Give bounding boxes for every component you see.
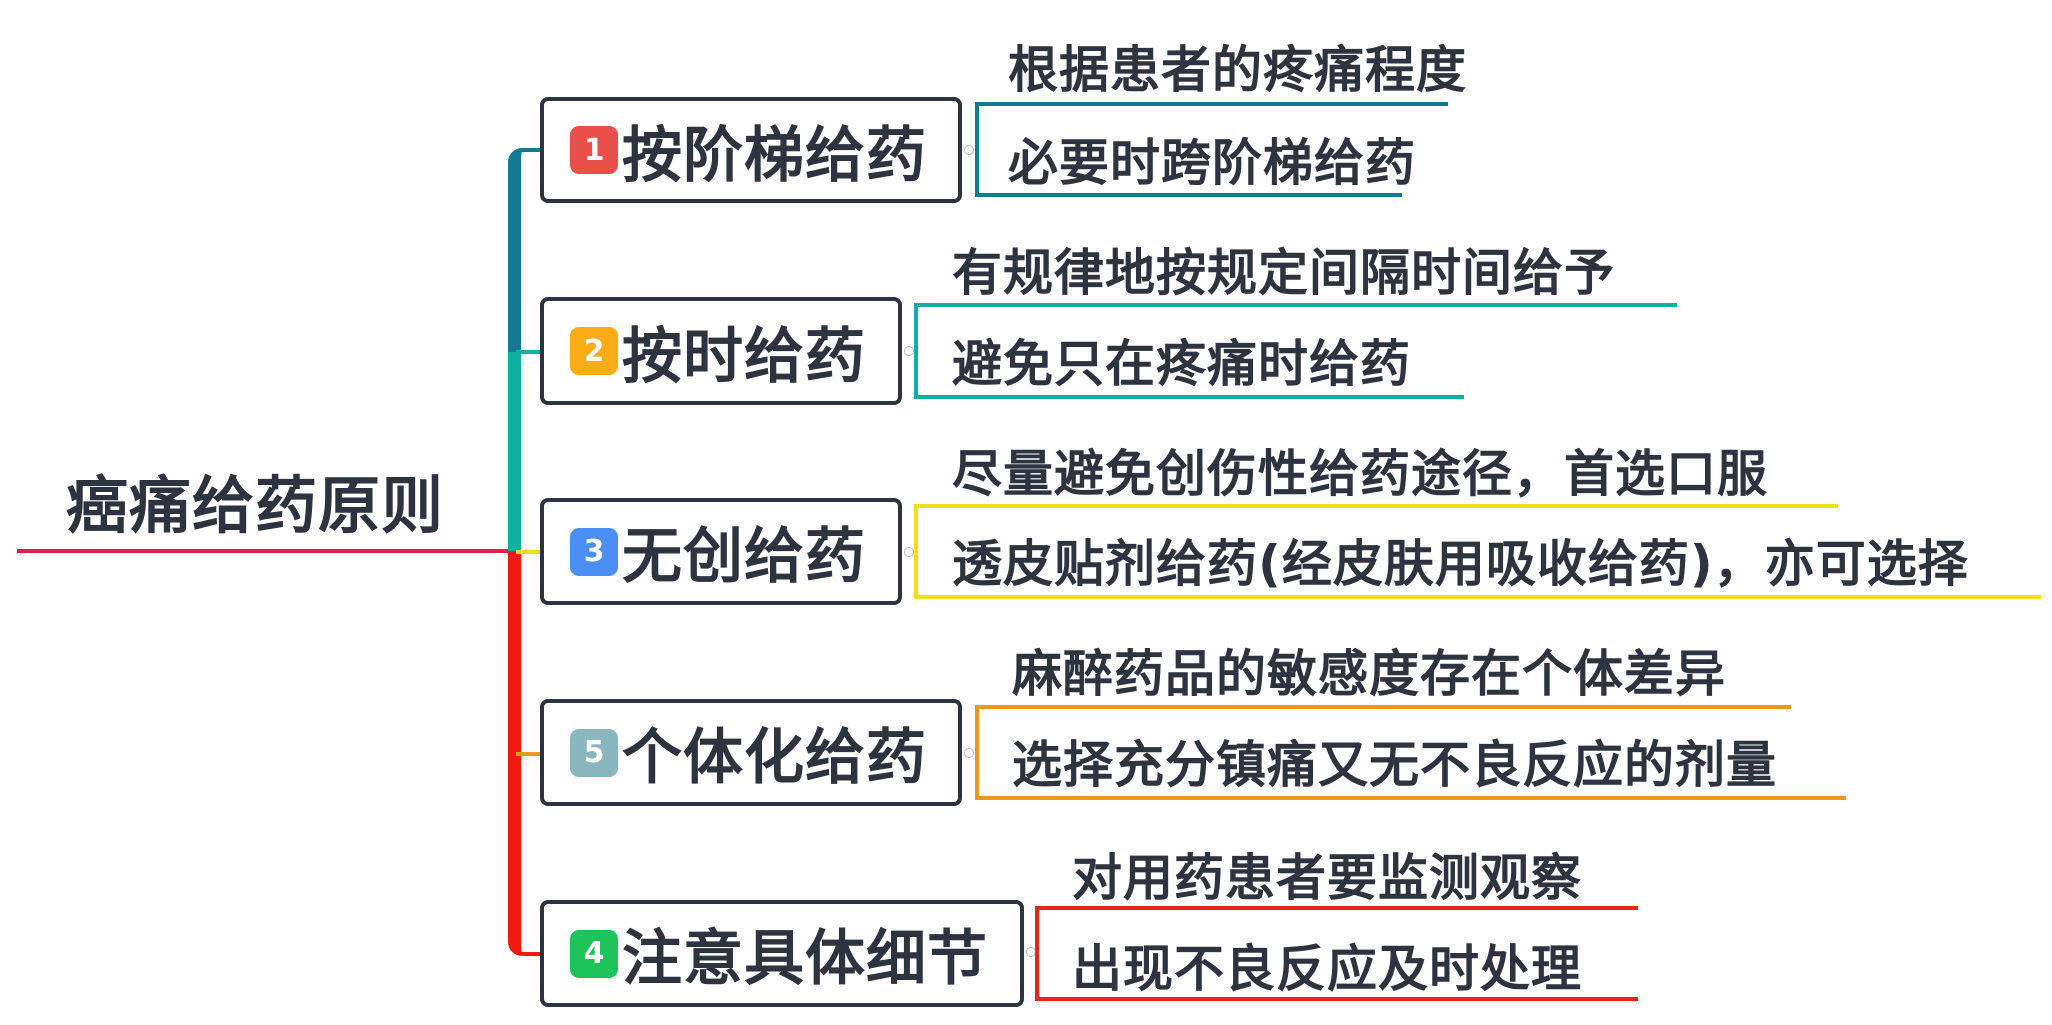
collapse-toggle-icon[interactable] — [964, 145, 974, 155]
topic-label: 按时给药 — [622, 321, 866, 392]
topic-label: 按阶梯给药 — [622, 120, 927, 191]
subtopic-text[interactable]: 尽量避免创伤性给药途径，首选口服 — [952, 445, 1768, 503]
topic-label: 无创给药 — [622, 522, 866, 592]
trunk-segment-1 — [508, 168, 521, 352]
trunk-bottom-curve — [508, 934, 542, 956]
topic-node-5[interactable]: 5 个体化给药 — [540, 699, 962, 806]
trunk-segment-2 — [508, 352, 521, 551]
priority-badge-3: 3 — [570, 527, 618, 576]
subtopic-underline — [975, 193, 1402, 197]
subtopic-text[interactable]: 必要时跨阶梯给药 — [1008, 134, 1416, 192]
subtopic-text[interactable]: 出现不良反应及时处理 — [1072, 940, 1582, 998]
trunk-segment-3 — [508, 551, 521, 935]
priority-badge-4: 4 — [570, 929, 618, 978]
subtopic-bracket — [914, 504, 1838, 599]
root-connector-line — [17, 549, 515, 553]
subtopic-text[interactable]: 麻醉药品的敏感度存在个体差异 — [1012, 645, 1726, 703]
priority-badge-2: 2 — [570, 327, 618, 375]
collapse-toggle-icon[interactable] — [904, 547, 914, 557]
subtopic-bracket — [914, 303, 1677, 399]
subtopic-bracket — [975, 102, 1448, 197]
subtopic-text[interactable]: 有规律地按规定间隔时间给予 — [952, 244, 1615, 302]
topic-label: 个体化给药 — [622, 723, 927, 793]
connector-branch-5 — [516, 752, 542, 756]
topic-node-2[interactable]: 2 按时给药 — [540, 297, 902, 405]
subtopic-underline — [1035, 997, 1638, 1001]
subtopic-text[interactable]: 对用药患者要监测观察 — [1072, 849, 1582, 907]
subtopic-text[interactable]: 透皮贴剂给药(经皮肤用吸收给药)，亦可选择 — [952, 535, 1969, 593]
subtopic-bracket — [1035, 906, 1638, 1001]
connector-branch-3 — [516, 550, 542, 554]
subtopic-underline — [914, 395, 1464, 399]
root-topic[interactable]: 癌痛给药原则 — [66, 469, 445, 542]
subtopic-text[interactable]: 根据患者的疼痛程度 — [1008, 41, 1467, 99]
priority-badge-1: 1 — [570, 126, 618, 174]
priority-badge-5: 5 — [570, 728, 618, 777]
subtopic-text[interactable]: 选择充分镇痛又无不良反应的剂量 — [1012, 736, 1777, 794]
topic-node-4[interactable]: 4 注意具体细节 — [540, 900, 1024, 1007]
topic-node-1[interactable]: 1 按阶梯给药 — [540, 97, 962, 203]
subtopic-bracket — [975, 705, 1791, 800]
connector-branch-2 — [516, 350, 542, 354]
subtopic-underline — [975, 796, 1846, 800]
collapse-toggle-icon[interactable] — [904, 346, 914, 356]
subtopic-underline — [914, 595, 2041, 599]
topic-node-3[interactable]: 3 无创给药 — [540, 498, 902, 605]
collapse-toggle-icon[interactable] — [964, 748, 974, 758]
subtopic-text[interactable]: 避免只在疼痛时给药 — [952, 335, 1411, 393]
trunk-top-curve — [508, 148, 542, 170]
topic-label: 注意具体细节 — [622, 924, 988, 994]
